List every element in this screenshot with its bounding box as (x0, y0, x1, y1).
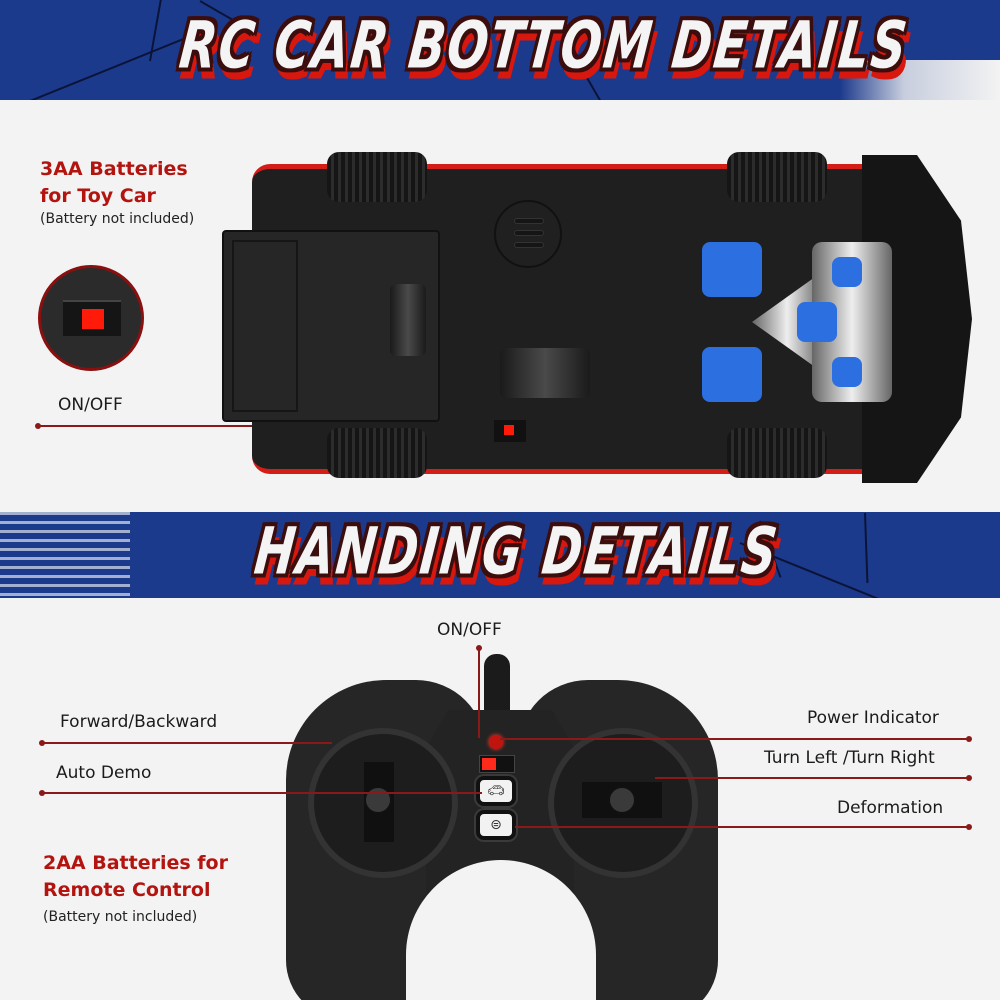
cylinder-part (390, 284, 426, 356)
remote-battery-heading-2: Remote Control (43, 879, 211, 901)
forward-backward-stick[interactable] (364, 786, 392, 814)
car-battery-heading-2: for Toy Car (40, 185, 156, 207)
car-on-off-label: ON/OFF (58, 395, 123, 415)
remote-on-off-label: ON/OFF (437, 620, 502, 640)
wheel-front-left (727, 152, 827, 202)
top-banner (0, 0, 1000, 100)
remote-battery-heading-1: 2AA Batteries for (43, 852, 228, 874)
section-title-handling: HANDING DETAILS (251, 514, 783, 590)
web-line (149, 0, 165, 62)
power-indicator-led (489, 735, 503, 749)
speaker-icon (494, 200, 562, 268)
car-battery-heading-1: 3AA Batteries (40, 158, 188, 180)
remote-power-switch[interactable] (479, 755, 515, 773)
rc-car-bottom-view (222, 152, 972, 487)
car-power-switch (494, 420, 526, 442)
left-stick-well (308, 728, 458, 878)
remote-battery-note: (Battery not included) (43, 909, 198, 925)
power-indicator-label: Power Indicator (807, 708, 939, 728)
deform-icon: ⊜ (490, 817, 502, 833)
wheel-front-right (727, 428, 827, 478)
robot-mech-part (702, 232, 912, 412)
auto-demo-button[interactable]: 🚗︎ (476, 776, 516, 806)
remote-controller: 🚗︎ ⊜ (286, 640, 718, 1000)
switch-knob (82, 309, 104, 329)
switch-slot (63, 300, 121, 336)
mid-banner (0, 512, 1000, 598)
wheel-rear-right (327, 428, 427, 478)
wheel-rear-left (327, 152, 427, 202)
turn-label: Turn Left /Turn Right (764, 748, 935, 768)
deformation-button[interactable]: ⊜ (476, 810, 516, 840)
switch-closeup (38, 265, 144, 371)
deformation-label: Deformation (837, 798, 944, 818)
auto-demo-label: Auto Demo (56, 763, 152, 783)
car-icon: 🚗︎ (487, 783, 505, 799)
on-off-callout-line (478, 648, 480, 738)
motor-housing (500, 348, 590, 398)
car-battery-note: (Battery not included) (40, 211, 195, 227)
right-stick-well (548, 728, 698, 878)
section-title-car-bottom: RC CAR BOTTOM DETAILS (176, 8, 912, 84)
forward-backward-label: Forward/Backward (60, 712, 218, 732)
turn-stick[interactable] (608, 786, 636, 814)
